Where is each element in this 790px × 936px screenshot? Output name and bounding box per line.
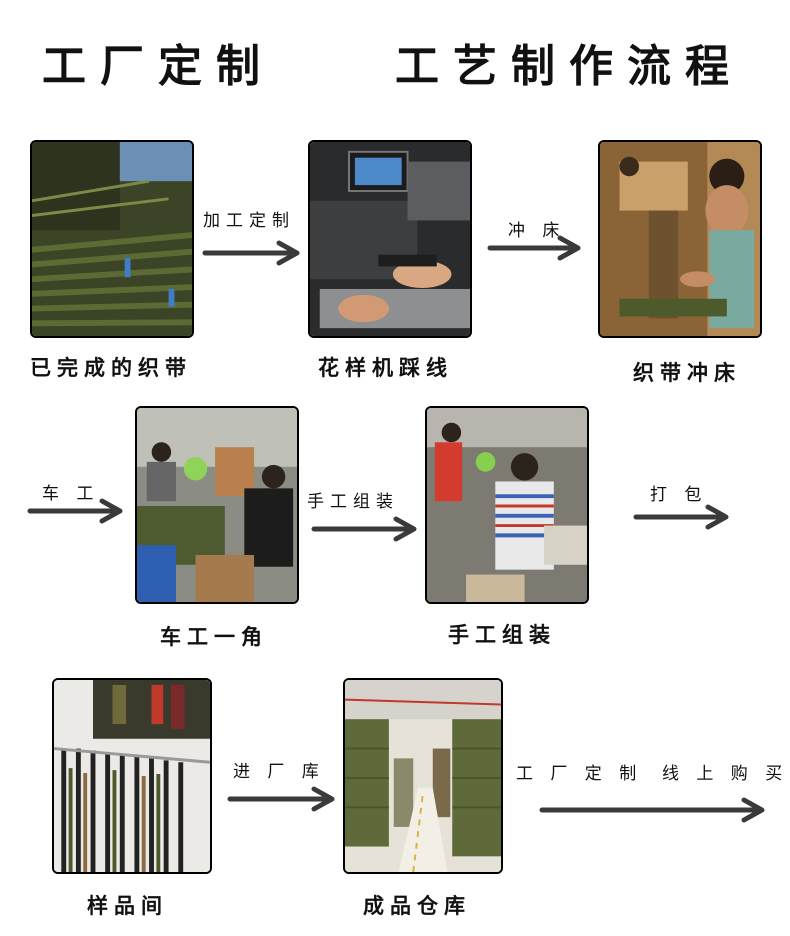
caption-sample-room: 样品间 [87, 894, 168, 918]
arrow-label-sewing: 车 工 [42, 484, 100, 504]
flow-arrow-icon [487, 235, 584, 261]
punch-press-photo [598, 140, 762, 338]
flow-arrow-icon [202, 240, 303, 266]
caption-finished-webbing: 已完成的织带 [30, 356, 192, 380]
caption-warehouse: 成品仓库 [363, 894, 471, 918]
workshop-photo [135, 406, 299, 604]
arrow-label-custom-processing: 加工定制 [203, 211, 295, 231]
sewing-machine-photo [308, 140, 472, 338]
arrow-label-to-warehouse: 进 厂 库 [233, 762, 325, 782]
caption-workshop: 车工一角 [160, 625, 268, 649]
page-title-left: 工厂定制 [42, 41, 274, 92]
page-title-right: 工艺制作流程 [395, 41, 743, 92]
caption-sewing-machine: 花样机踩线 [318, 356, 453, 380]
flow-arrow-icon [27, 498, 126, 524]
flow-arrow-icon [539, 797, 768, 823]
flow-arrow-icon [311, 516, 420, 542]
arrow-label-punching: 冲 床 [508, 221, 566, 241]
caption-hand-assembly: 手工组装 [448, 623, 556, 647]
flow-arrow-icon [633, 504, 732, 530]
arrow-label-factory-custom: 工 厂 定 制 [516, 764, 643, 784]
arrow-label-online-purchase: 线 上 购 买 [662, 764, 789, 784]
webbing-stack-photo [30, 140, 194, 338]
warehouse-photo [343, 678, 503, 874]
flow-arrow-icon [227, 786, 338, 812]
arrow-label-hand-assembly: 手工组装 [307, 492, 399, 512]
sample-room-photo [52, 678, 212, 874]
hand-assembly-photo [425, 406, 589, 604]
caption-punch-press: 织带冲床 [633, 361, 741, 385]
arrow-label-packing: 打 包 [650, 485, 708, 505]
